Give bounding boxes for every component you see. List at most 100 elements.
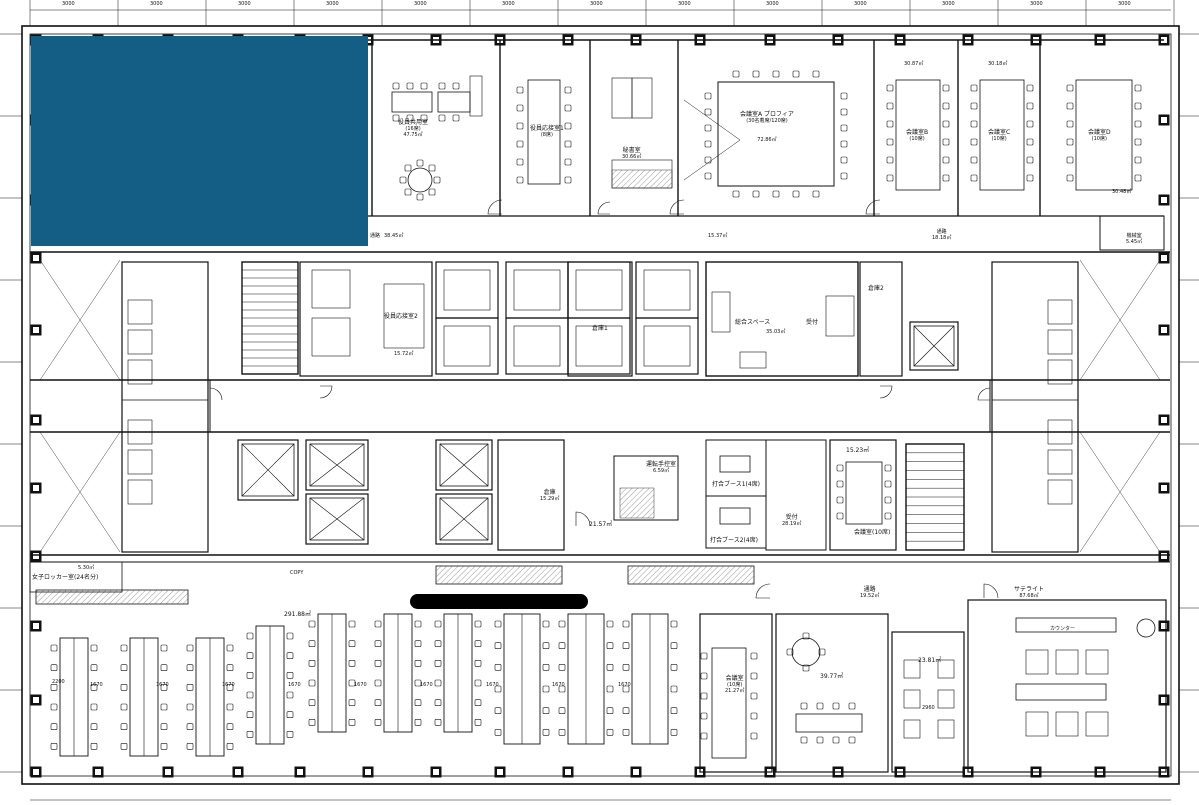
chair — [942, 174, 950, 182]
room-name: 機械室 — [1126, 233, 1142, 239]
wc-stall — [127, 479, 153, 505]
column-core — [297, 769, 303, 775]
sofa — [469, 75, 483, 117]
driver-waiting-room — [613, 455, 679, 521]
desk-dimension-label: 1670 — [222, 682, 235, 688]
chair — [884, 480, 892, 488]
elevator-cross — [913, 325, 955, 367]
chair — [226, 723, 234, 730]
mech-box — [311, 317, 351, 357]
chair — [750, 732, 758, 740]
chair — [886, 174, 894, 182]
area-meeting-c: 30.18㎡ — [988, 61, 1008, 67]
chair — [886, 138, 894, 146]
chair — [434, 640, 442, 647]
elevator-cross — [439, 497, 489, 541]
room-name: 会議室C — [988, 129, 1011, 136]
desk — [611, 77, 633, 119]
chair — [414, 660, 422, 667]
elevator-cross — [309, 443, 365, 487]
room-meeting-booth-1: 打合ブース1(4席) — [712, 481, 761, 488]
chair — [186, 644, 194, 652]
area-executive-reception-2: 15.72㎡ — [394, 351, 414, 357]
wc-block — [121, 261, 209, 553]
chair — [942, 120, 950, 128]
chair — [474, 660, 482, 667]
shaft — [505, 261, 569, 319]
column-core — [1161, 623, 1167, 629]
chair — [50, 703, 58, 711]
desk-dimension-label: 1670 — [486, 682, 499, 688]
room-storage-lower: 倉庫 15.29㎡ — [540, 490, 559, 502]
elevator-shaft — [909, 321, 959, 371]
chair — [840, 108, 848, 116]
desk-dimension-label: 1670 — [288, 682, 301, 688]
chair — [90, 723, 98, 730]
chair — [414, 679, 422, 687]
chair — [750, 672, 758, 680]
room-meeting-b: 会議室B (10席) — [906, 130, 928, 142]
room-area: 30.66㎡ — [622, 154, 642, 160]
chair — [704, 140, 712, 148]
room-sub: (16席) — [405, 126, 421, 132]
area-meeting-b: 30.87㎡ — [904, 61, 924, 67]
chair — [564, 158, 572, 166]
chair — [226, 644, 234, 652]
chair — [428, 188, 436, 196]
wc-stall — [127, 419, 153, 445]
dimension-label: 3000 — [62, 1, 75, 7]
pod — [1085, 711, 1109, 737]
room-storage-2: 倉庫2 — [868, 285, 884, 292]
chair — [818, 648, 826, 656]
column-core — [33, 327, 39, 333]
chair — [494, 707, 502, 714]
chair — [1066, 138, 1074, 146]
chair — [90, 684, 98, 691]
chair — [606, 664, 614, 671]
chair — [160, 644, 168, 652]
chair — [704, 92, 712, 100]
projection-line — [683, 99, 741, 141]
dimension-label: 3000 — [942, 1, 955, 7]
wc-stall — [127, 299, 153, 325]
chair — [840, 140, 848, 148]
door-swing — [319, 385, 333, 399]
chair — [942, 84, 950, 92]
wc-stall — [127, 449, 153, 475]
chair — [786, 648, 794, 656]
chair — [542, 729, 550, 736]
chair — [474, 699, 482, 706]
chair — [884, 464, 892, 472]
chair — [246, 691, 254, 699]
structure-diagonal — [1079, 259, 1161, 381]
chair — [732, 70, 740, 78]
chair — [542, 642, 550, 649]
chair — [226, 684, 234, 691]
shaft-inner — [443, 269, 491, 311]
column-core — [1161, 117, 1167, 123]
room-driver-waiting: 運転手控室 6.59㎡ — [646, 462, 676, 474]
door-swing — [487, 199, 503, 215]
chair — [772, 190, 780, 198]
chair — [750, 692, 758, 700]
table — [527, 79, 561, 185]
elevator-shaft — [305, 439, 369, 491]
chair — [622, 642, 630, 649]
workstation — [937, 719, 955, 739]
chair — [606, 620, 614, 628]
dim-2200: 2200 — [52, 679, 65, 685]
chair — [452, 114, 460, 122]
chair — [474, 640, 482, 647]
chair — [800, 736, 808, 744]
column-core — [33, 697, 39, 703]
chair — [246, 632, 254, 640]
chair — [420, 114, 428, 122]
door-swing — [575, 511, 591, 527]
table — [719, 507, 751, 525]
chair — [886, 84, 894, 92]
corridor-top-left-area: 38.45㎡ — [384, 233, 404, 239]
room-area: 18.18㎡ — [932, 235, 952, 241]
hatched-storage — [611, 169, 673, 189]
dimension-label: 3000 — [854, 1, 867, 7]
chair — [606, 707, 614, 714]
